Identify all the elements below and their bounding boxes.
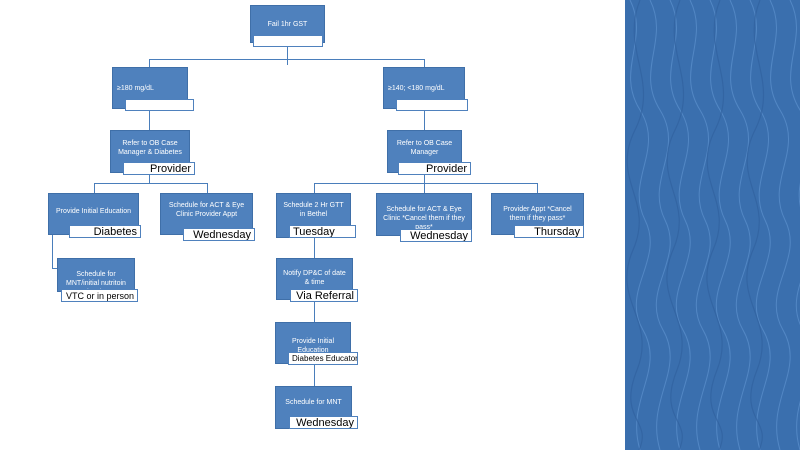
node-tag-thursday: Thursday (514, 225, 584, 238)
node-title: Refer to OB Case Manager (396, 140, 453, 156)
connector (537, 183, 538, 193)
node-title: Provide Initial Education (55, 208, 132, 215)
node-title: ≥140; <180 mg/dL (388, 84, 445, 92)
decorative-side-panel (625, 0, 800, 450)
node-tag-diabetes-educator: Diabetes Educator (288, 352, 358, 365)
connector (424, 59, 425, 67)
connector (314, 183, 538, 184)
connector (424, 109, 425, 130)
node-title: Fail 1hr GST (267, 20, 308, 28)
node-tag-provider: Provider (398, 162, 471, 175)
node-title: Schedule for ACT & Eye Clinic Provider A… (168, 202, 245, 218)
connector (149, 109, 150, 130)
node-title: Provide Initial Education (291, 338, 335, 354)
node-tag-tuesday: Tuesday (289, 225, 356, 238)
node-title: ≥180 mg/dL (117, 84, 154, 92)
connector (314, 364, 315, 386)
node-tag-empty (396, 99, 468, 111)
node-title: Schedule for ACT & Eye Clinic *Cancel th… (383, 206, 465, 231)
connector (314, 300, 315, 322)
connector (314, 183, 315, 193)
connector (287, 43, 288, 65)
node-title: Notify DP&C of date & time (283, 270, 346, 286)
node-title: Schedule for MNT (285, 399, 342, 406)
node-tag-diabetes: Diabetes (69, 225, 141, 238)
node-title: Refer to OB Case Manager & Diabetes (118, 140, 182, 156)
flowchart: Fail 1hr GST ≥180 mg/dL ≥140; <180 mg/dL… (48, 5, 584, 429)
node-tag-empty (125, 99, 194, 111)
wave-pattern (626, 0, 800, 450)
node-tag-wednesday: Wednesday (289, 416, 358, 429)
node-tag-empty (253, 35, 323, 47)
node-tag-wednesday: Wednesday (183, 228, 255, 241)
node-title: Schedule 2 Hr GTT in Bethel (283, 202, 344, 218)
connector (52, 268, 57, 269)
node-tag-vtc-or-in-person: VTC or in person (61, 289, 138, 302)
connector (314, 238, 315, 258)
connector (149, 59, 424, 60)
connector (149, 173, 150, 183)
node-tag-wednesday: Wednesday (400, 229, 472, 242)
connector (424, 183, 425, 193)
connector (94, 183, 208, 184)
connector (424, 173, 425, 183)
node-tag-via-referral: Via Referral (290, 289, 358, 302)
node-schedule-mnt-initial-nutrition: Schedule for MNT/initial nutritoin educa… (57, 258, 135, 296)
connector (149, 59, 150, 67)
connector (94, 183, 95, 193)
node-title: Provider Appt *Cancel them if they pass* (503, 206, 572, 222)
node-tag-provider: Provider (123, 162, 195, 175)
node-schedule-act-eye-clinic-cancel: Schedule for ACT & Eye Clinic *Cancel th… (376, 193, 472, 236)
connector (207, 183, 208, 193)
